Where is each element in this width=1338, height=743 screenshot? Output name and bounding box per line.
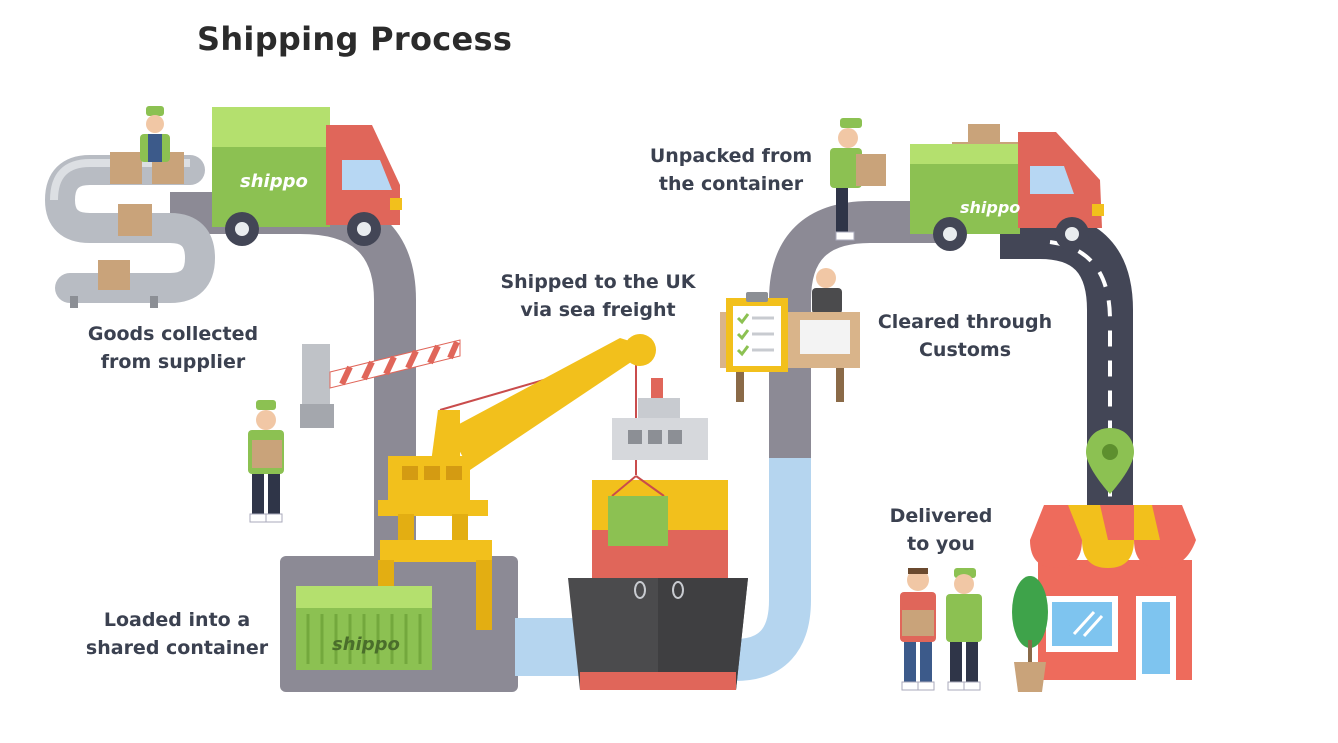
step-label-line: shared container bbox=[85, 637, 269, 659]
step-label-line: the container bbox=[658, 173, 804, 195]
step-label-line: from supplier bbox=[100, 351, 246, 373]
step-label-goods-collected: Goods collected from supplier bbox=[78, 320, 268, 376]
worker-icon bbox=[140, 106, 170, 162]
step-label-cleared-customs: Cleared through Customs bbox=[868, 308, 1062, 364]
step-label-line: Delivered bbox=[889, 505, 993, 527]
step-label-line: Unpacked from bbox=[649, 145, 813, 167]
barrier-gate-icon bbox=[300, 339, 461, 428]
worker-icon bbox=[830, 118, 886, 241]
step-label-line: Goods collected bbox=[87, 323, 259, 345]
delivery-truck-icon: shippo bbox=[212, 107, 402, 246]
truck2-brand-text: shippo bbox=[960, 198, 1020, 217]
cargo-ship-icon bbox=[568, 378, 748, 690]
step-label-line: to you bbox=[907, 533, 975, 555]
customer-icon bbox=[900, 568, 936, 691]
location-pin-icon bbox=[1086, 428, 1134, 494]
container-icon: shippo bbox=[296, 586, 432, 670]
truck-brand-text: shippo bbox=[240, 171, 308, 192]
conveyor-belt-icon bbox=[44, 152, 216, 308]
step-label-loaded-container: Loaded into a shared container bbox=[82, 606, 272, 662]
dark-delivery-road bbox=[1000, 213, 1133, 520]
step-label-line: via sea freight bbox=[520, 299, 676, 321]
container-brand-text: shippo bbox=[332, 634, 400, 655]
step-label-unpacked: Unpacked from the container bbox=[640, 142, 822, 198]
clipboard-icon bbox=[726, 292, 788, 372]
worker-icon bbox=[248, 400, 284, 523]
step-label-line: Shipped to the UK bbox=[500, 271, 696, 293]
crane-icon bbox=[378, 334, 656, 630]
plant-icon bbox=[1012, 576, 1048, 692]
step-label-line: Customs bbox=[918, 339, 1012, 361]
step-label-line: Cleared through bbox=[877, 311, 1053, 333]
step-label-line: Loaded into a bbox=[103, 609, 251, 631]
delivery-truck-icon: shippo bbox=[910, 124, 1104, 251]
page-title: Shipping Process bbox=[197, 20, 513, 58]
worker-icon bbox=[946, 568, 982, 691]
step-label-shipped-uk: Shipped to the UK via sea freight bbox=[498, 268, 698, 324]
step-label-delivered: Delivered to you bbox=[868, 502, 1014, 558]
shop-icon bbox=[1030, 505, 1196, 680]
